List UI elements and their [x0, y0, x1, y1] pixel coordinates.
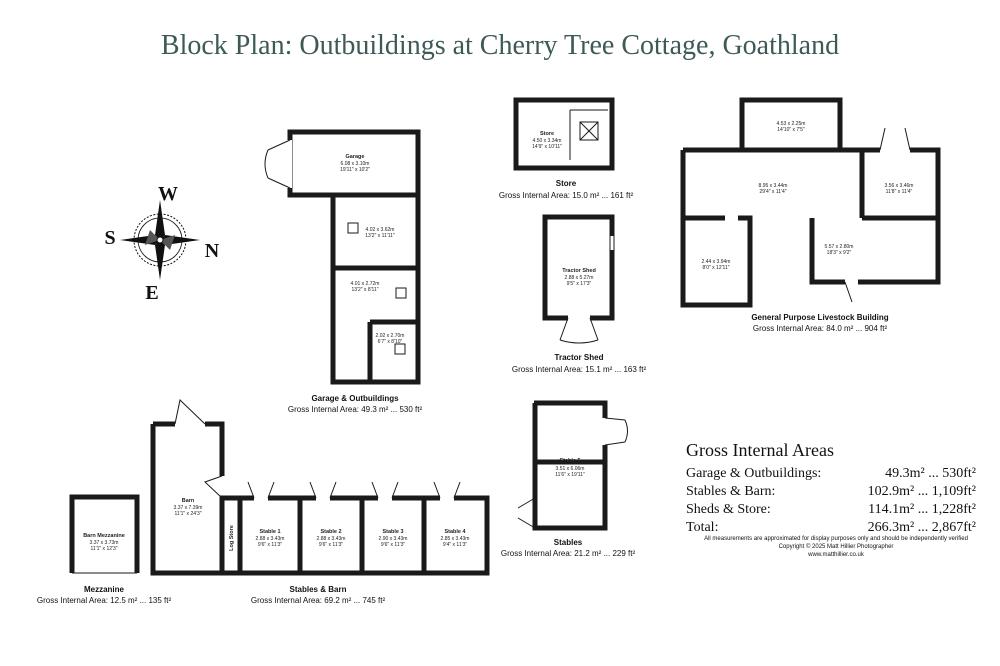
page-title: Block Plan: Outbuildings at Cherry Tree … [160, 30, 840, 61]
livestock-r4-dim-m: 2.44 x 3.94m [702, 259, 731, 265]
outbuilding-3-dim-ft: 6'7" x 8'10" [378, 339, 403, 345]
stable-5-room-name: Stable 5 [559, 458, 580, 464]
compass-west-label: W [158, 183, 178, 205]
tractor-block-name: Tractor Shed [555, 353, 604, 362]
garage-block: Garage 6.08 x 3.10m 19'11" x 10'2" 4.02 … [264, 129, 423, 414]
stable-2-name: Stable 2 [320, 529, 341, 535]
gia-row-value: 266.3m² ... 2,867ft² [867, 520, 976, 535]
website-text: www.matthillier.co.uk [808, 552, 864, 558]
stables-barn-block: Barn 3.37 x 7.39m 11'1" x 24'3" Log Stor… [150, 399, 490, 605]
store-block-area: Gross Internal Area: 15.0 m² ... 161 ft² [499, 191, 634, 200]
livestock-block-area: Gross Internal Area: 84.0 m² ... 904 ft² [753, 324, 888, 333]
disclaimer-notes: All measurements are approximated for di… [686, 535, 986, 559]
stable-3-dim-m: 2.90 x 3.43m [379, 536, 408, 542]
gia-row: Stables & Barn: 102.9m² ... 1,109ft² [686, 483, 976, 501]
stable-1-dim-m: 2.88 x 3.43m [256, 536, 285, 542]
stable-4-dim-m: 2.85 x 3.43m [441, 536, 470, 542]
livestock-r4-dim-ft: 8'0" x 12'11" [702, 265, 729, 271]
garage-room-dim-m: 6.08 x 3.10m [341, 161, 370, 167]
mezzanine-dim-m: 3.37 x 3.73m [90, 540, 119, 546]
gia-row: Sheds & Store: 114.1m² ... 1,228ft² [686, 501, 976, 519]
disclaimer-text: All measurements are approximated for di… [704, 536, 968, 542]
tractor-shed-room-name: Tractor Shed [562, 268, 596, 274]
garage-room-name: Garage [346, 154, 365, 160]
outbuilding-2-dim-m: 4.01 x 2.72m [351, 281, 380, 287]
mezzanine-room-name: Barn Mezzanine [83, 533, 125, 539]
outbuilding-1-dim-ft: 13'2" x 11'11" [365, 233, 395, 239]
outbuilding-2-dim-ft: 13'2" x 8'11" [351, 287, 378, 293]
gia-row: Total: 266.3m² ... 2,867ft² [686, 519, 976, 537]
stables-barn-block-name: Stables & Barn [290, 585, 347, 594]
livestock-r5-dim-m: 5.57 x 2.80m [825, 244, 854, 250]
mezzanine-block: Barn Mezzanine 3.37 x 3.73m 11'1" x 12'3… [37, 494, 172, 605]
stables-block: Stable 5 3.51 x 6.06m 11'6" x 19'11" Sta… [501, 400, 636, 558]
mezzanine-dim-ft: 11'1" x 12'3" [90, 546, 117, 552]
stable-2-dim-ft: 9'6" x 11'3" [319, 542, 343, 548]
gia-row-label: Garage & Outbuildings: [686, 466, 822, 481]
gia-title: Gross Internal Areas [686, 440, 834, 460]
gia-row-value: 114.1m² ... 1,228ft² [868, 502, 976, 517]
stable-4-name: Stable 4 [444, 529, 466, 535]
barn-dim-m: 3.37 x 7.39m [174, 505, 203, 511]
livestock-block-name: General Purpose Livestock Building [751, 313, 888, 322]
garage-room-dim-ft: 19'11" x 10'2" [340, 167, 370, 173]
livestock-r3-dim-m: 3.56 x 3.46m [885, 183, 914, 189]
gia-row-value: 49.3m² ... 530ft² [885, 466, 976, 481]
compass-rose: W S N E [104, 183, 219, 304]
garage-block-name: Garage & Outbuildings [311, 394, 399, 403]
stable-3-dim-ft: 9'6" x 11'3" [381, 542, 405, 548]
livestock-r2-dim-m: 8.95 x 3.44m [759, 183, 788, 189]
gia-row-label: Stables & Barn: [686, 484, 776, 499]
store-block-name: Store [556, 179, 577, 188]
gia-row-label: Total: [686, 520, 719, 535]
tractor-dim-m: 2.88 x 5.27m [565, 275, 594, 281]
compass-east-label: E [145, 282, 158, 304]
livestock-block: 4.53 x 2.25m 14'10" x 7'5" 8.95 x 3.44m … [680, 97, 941, 333]
tractor-dim-ft: 9'5" x 17'3" [567, 281, 592, 287]
stable-2-dim-m: 2.88 x 3.43m [317, 536, 346, 542]
stable-4-dim-ft: 9'4" x 11'3" [443, 542, 467, 548]
outbuilding-3-dim-m: 2.02 x 2.70m [376, 333, 405, 339]
stable-1-dim-ft: 9'6" x 11'3" [258, 542, 282, 548]
stable-1-name: Stable 1 [259, 529, 280, 535]
mezzanine-block-name: Mezzanine [84, 585, 125, 594]
store-dim-m: 4.50 x 3.34m [533, 138, 562, 144]
stable-5-dim-m: 3.51 x 6.06m [556, 466, 585, 472]
copyright-text: Copyright © 2025 Matt Hillier Photograph… [778, 544, 894, 550]
stables-block-area: Gross Internal Area: 21.2 m² ... 229 ft² [501, 549, 636, 558]
tractor-block-area: Gross Internal Area: 15.1 m² ... 163 ft² [512, 365, 647, 374]
stable-3-name: Stable 3 [382, 529, 403, 535]
store-block: Store 4.50 x 3.34m 14'9" x 10'11" Store … [499, 97, 634, 200]
store-room-name: Store [540, 131, 554, 137]
livestock-r5-dim-ft: 18'3" x 9'2" [827, 250, 852, 256]
livestock-r2-dim-ft: 29'4" x 11'4" [759, 189, 786, 195]
stables-block-name: Stables [554, 538, 583, 547]
livestock-r3-dim-ft: 11'8" x 11'4" [886, 189, 913, 195]
barn-dim-ft: 11'1" x 24'3" [174, 511, 201, 517]
gia-row: Garage & Outbuildings: 49.3m² ... 530ft² [686, 465, 976, 483]
compass-south-label: S [104, 227, 115, 249]
barn-room-name: Barn [182, 498, 195, 504]
gross-internal-areas-table: Gross Internal Areas Garage & Outbuildin… [686, 440, 976, 537]
livestock-r1-dim-m: 4.53 x 2.25m [777, 121, 806, 127]
gia-row-label: Sheds & Store: [686, 502, 771, 517]
gia-row-value: 102.9m² ... 1,109ft² [867, 484, 976, 499]
outbuilding-1-dim-m: 4.02 x 3.62m [366, 227, 395, 233]
stable-5-dim-ft: 11'6" x 19'11" [555, 472, 585, 478]
garage-block-area: Gross Internal Area: 49.3 m² ... 530 ft² [288, 405, 423, 414]
tractor-shed-block: Tractor Shed 2.88 x 5.27m 9'5" x 17'3" T… [512, 214, 647, 374]
stables-barn-block-area: Gross Internal Area: 69.2 m² ... 745 ft² [251, 596, 386, 605]
livestock-r1-dim-ft: 14'10" x 7'5" [777, 127, 805, 133]
compass-north-label: N [205, 240, 220, 262]
store-dim-ft: 14'9" x 10'11" [532, 144, 562, 150]
mezzanine-block-area: Gross Internal Area: 12.5 m² ... 135 ft² [37, 596, 172, 605]
log-store-label: Log Store [229, 525, 235, 551]
